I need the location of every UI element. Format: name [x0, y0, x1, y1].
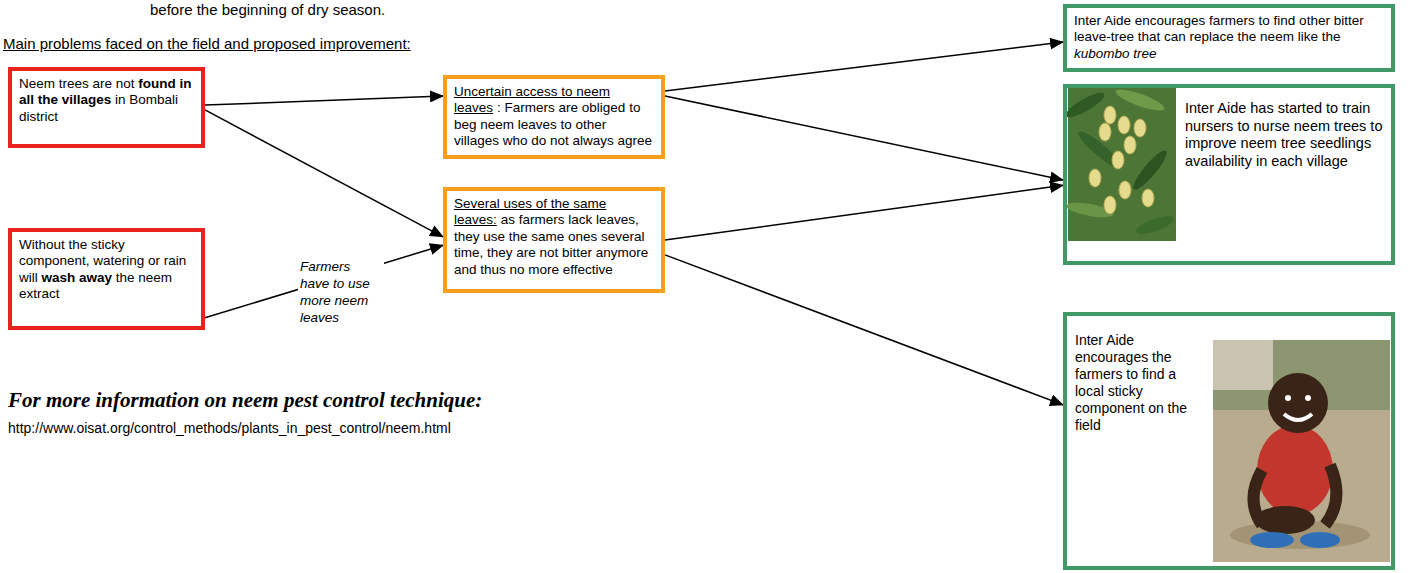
- solution-box: Inter Aide encourages farmers to find ot…: [1063, 4, 1395, 72]
- box-text: Uncertain access to neem leaves: Farmers…: [454, 84, 654, 150]
- arrow-connector: [665, 185, 1063, 240]
- neem-photo: [1063, 85, 1176, 241]
- consequence-box: Several uses of the same leaves:as farme…: [443, 187, 665, 293]
- arrow-connector: [205, 110, 443, 237]
- info-heading: For more information on neem pest contro…: [8, 388, 482, 413]
- box-text: Several uses of the same leaves:as farme…: [454, 196, 654, 278]
- consequence-box: Uncertain access to neem leaves: Farmers…: [443, 75, 665, 159]
- solution-box: Inter Aide encourages the farmers to fin…: [1063, 312, 1395, 570]
- note-text: before the beginning of dry season.: [150, 1, 385, 18]
- arrow-connector: [665, 96, 1063, 180]
- section-heading: Main problems faced on the field and pro…: [3, 35, 411, 52]
- edge-label: Farmers have to use more neem leaves: [298, 258, 384, 326]
- problem-box: Without the sticky component, watering o…: [8, 228, 205, 330]
- child-photo: [1213, 340, 1390, 562]
- box-text: Inter Aide encourages farmers to find ot…: [1074, 13, 1384, 62]
- arrow-connector: [665, 255, 1063, 405]
- arrow-connector: [665, 42, 1063, 91]
- arrow-connector: [205, 96, 443, 105]
- box-text: Neem trees are not found in all the vill…: [19, 76, 194, 125]
- solution-box: Inter Aide has started to train nursers …: [1063, 84, 1395, 265]
- box-text: Inter Aide encourages the farmers to fin…: [1075, 332, 1195, 434]
- problem-box: Neem trees are not found in all the vill…: [8, 67, 205, 148]
- box-text: Without the sticky component, watering o…: [19, 237, 194, 303]
- box-text: Inter Aide has started to train nursers …: [1185, 100, 1383, 171]
- url-text: http://www.oisat.org/control_methods/pla…: [8, 420, 451, 436]
